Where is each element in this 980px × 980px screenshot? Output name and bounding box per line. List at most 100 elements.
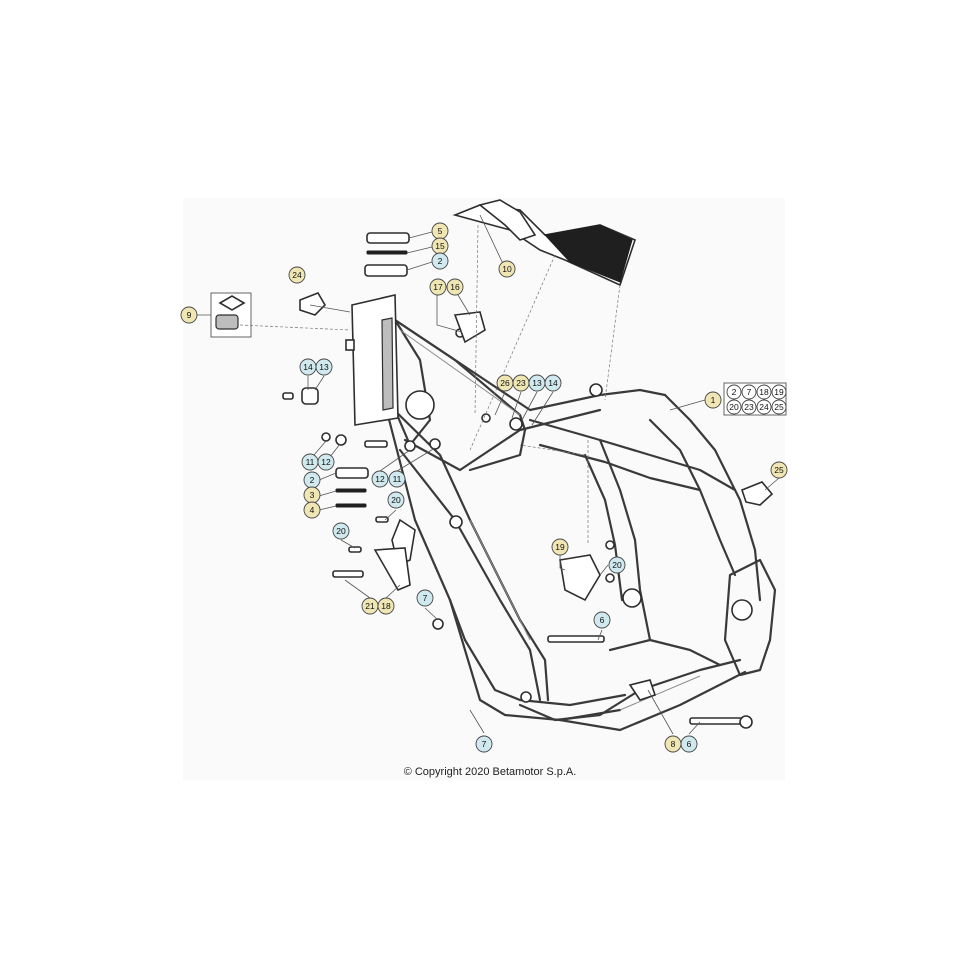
callout-8: 8 (664, 735, 682, 753)
callout-2-top-circle (431, 252, 449, 270)
callout-24-label: 24 (292, 270, 302, 280)
callout-7-b: 7 (475, 735, 493, 753)
callout-21: 21 (361, 597, 379, 615)
callout-7-b-circle (475, 735, 493, 753)
callout-26-label: 26 (500, 378, 510, 388)
callout-21-label: 21 (365, 601, 375, 611)
callout-15-label: 15 (435, 241, 445, 251)
callout-20-a: 20 (387, 491, 405, 509)
callout-11-a: 11 (301, 453, 319, 471)
callout-24: 24 (288, 266, 306, 284)
callout-1-label: 1 (711, 395, 716, 405)
callout-25: 25 (770, 461, 788, 479)
callout-12-b-circle (371, 470, 389, 488)
callout-24-circle (288, 266, 306, 284)
callout-20-b-circle (332, 522, 350, 540)
callout-6-a: 6 (593, 611, 611, 629)
callout-13-left: 13 (315, 358, 333, 376)
callout-2-lower-label: 2 (310, 475, 315, 485)
kit-item: 24 (759, 402, 769, 412)
callout-23: 23 (512, 374, 530, 392)
callout-16: 16 (446, 278, 464, 296)
kit-item: 23 (744, 402, 754, 412)
callout-9-circle (180, 306, 198, 324)
callout-3: 3 (303, 486, 321, 504)
callout-9: 9 (180, 306, 198, 324)
callout-5: 5 (431, 222, 449, 240)
callout-12-a-label: 12 (321, 457, 331, 467)
callout-11-b-circle (388, 470, 406, 488)
kit-item: 2 (732, 387, 737, 397)
callout-20-c: 20 (608, 556, 626, 574)
callout-12-a-circle (317, 453, 335, 471)
callout-19-label: 19 (555, 542, 565, 552)
kit-item: 20 (729, 402, 739, 412)
callout-17-label: 17 (433, 282, 443, 292)
callout-14-left-label: 14 (303, 362, 313, 372)
callout-4-label: 4 (310, 505, 315, 515)
callout-20-b-label: 20 (336, 526, 346, 536)
callout-5-label: 5 (438, 226, 443, 236)
callout-20-c-circle (608, 556, 626, 574)
callout-13-mid-label: 13 (532, 378, 542, 388)
callout-11-b-label: 11 (393, 474, 402, 484)
kit-item: 18 (759, 387, 769, 397)
kit-box-row-2: 20 23 24 25 (726, 399, 787, 415)
callout-20-c-label: 20 (612, 560, 622, 570)
callout-23-label: 23 (516, 378, 526, 388)
callout-6-b: 6 (680, 735, 698, 753)
callout-11-a-label: 11 (306, 457, 315, 467)
callout-10: 10 (498, 260, 516, 278)
callout-14-mid-label: 14 (548, 378, 558, 388)
callout-4-circle (303, 501, 321, 519)
callout-10-label: 10 (502, 264, 512, 274)
callout-1: 1 (704, 391, 722, 409)
callout-6-b-label: 6 (687, 739, 692, 749)
callout-15: 15 (431, 237, 449, 255)
callout-14-left: 14 (299, 358, 317, 376)
callout-2-top: 2 (431, 252, 449, 270)
callout-18-circle (377, 597, 395, 615)
callout-2-lower: 2 (303, 471, 321, 489)
callout-18-label: 18 (381, 601, 391, 611)
callout-6-a-circle (593, 611, 611, 629)
top-plate-part (452, 199, 636, 287)
kit-item: 19 (774, 387, 784, 397)
callout-26: 26 (496, 374, 514, 392)
callout-2-top-label: 2 (438, 256, 443, 266)
callout-11-b: 11 (388, 470, 406, 488)
callout-1-circle (704, 391, 722, 409)
callout-7-a: 7 (416, 589, 434, 607)
lower-bearing-stack (335, 467, 369, 508)
callout-14-mid-circle (544, 374, 562, 392)
callout-7-a-label: 7 (423, 593, 428, 603)
kit-item: 25 (774, 402, 784, 412)
callout-16-circle (446, 278, 464, 296)
callout-17-circle (429, 278, 447, 296)
callout-9-label: 9 (187, 310, 192, 320)
callout-6-a-label: 6 (600, 615, 605, 625)
callout-18: 18 (377, 597, 395, 615)
main-frame (370, 298, 777, 732)
callout-25-circle (770, 461, 788, 479)
callout-7-a-circle (416, 589, 434, 607)
callout-8-label: 8 (671, 739, 676, 749)
callout-13-mid: 13 (528, 374, 546, 392)
callout-10-circle (498, 260, 516, 278)
callout-14-mid: 14 (544, 374, 562, 392)
callout-17: 17 (429, 278, 447, 296)
kit-box-row-1: 2 7 18 19 (726, 384, 787, 400)
callout-13-left-label: 13 (319, 362, 329, 372)
callout-6-b-circle (680, 735, 698, 753)
upper-bearing-stack (364, 232, 410, 277)
callout-20-a-circle (387, 491, 405, 509)
callout-16-label: 16 (450, 282, 460, 292)
callout-20-a-label: 20 (391, 495, 401, 505)
small-parts (282, 292, 774, 729)
callout-20-b: 20 (332, 522, 350, 540)
kit-item: 7 (747, 387, 752, 397)
callout-12-b: 12 (371, 470, 389, 488)
callouts: 5 15 2 24 9 17 16 10 14 13 26 23 13 14 1… (180, 222, 788, 753)
callout-25-label: 25 (774, 465, 784, 475)
